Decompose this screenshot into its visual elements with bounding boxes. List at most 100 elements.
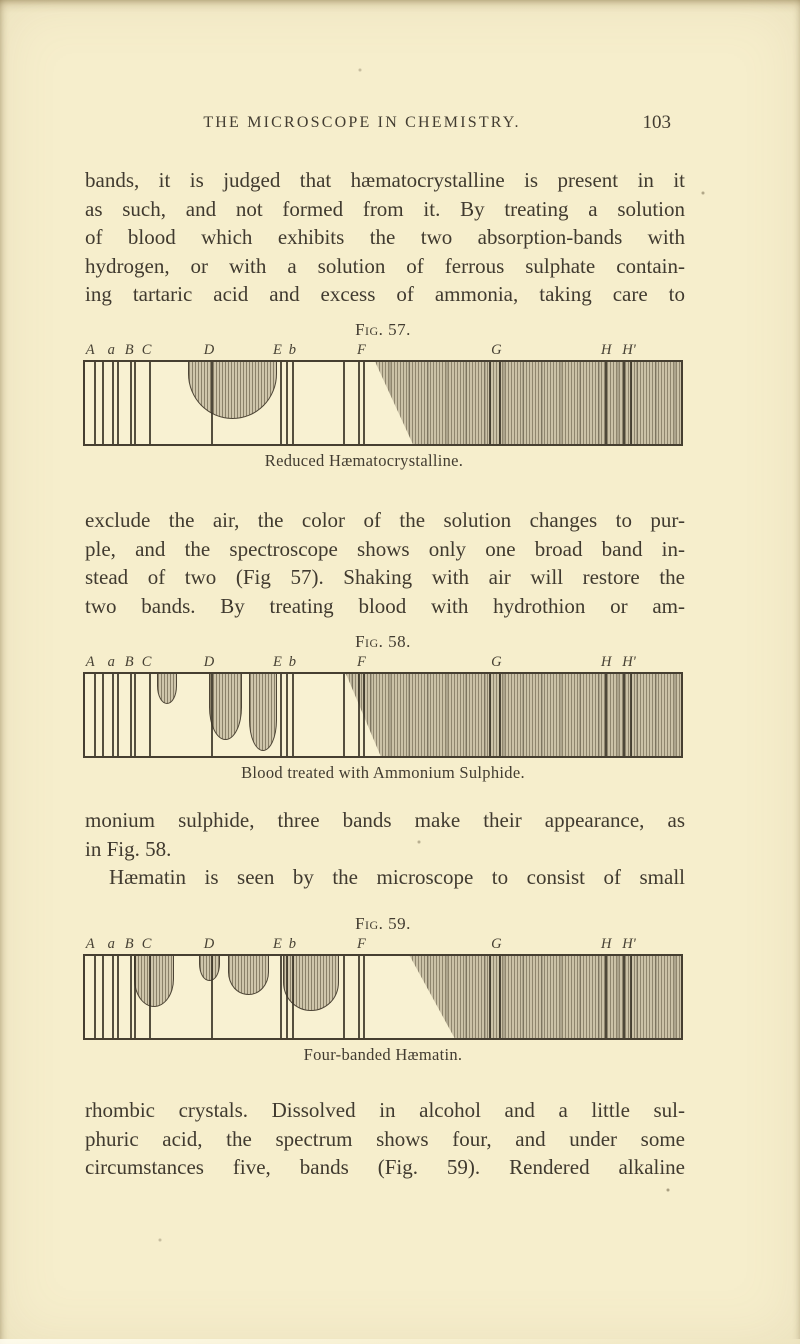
violet-end-absorption-region — [375, 362, 681, 444]
fraunhofer-line — [101, 674, 104, 756]
fraunhofer-line — [149, 956, 152, 1038]
absorption-band — [188, 362, 277, 419]
fraunhofer-line — [280, 956, 283, 1038]
scan-page-edge — [0, 1339, 800, 1344]
fraunhofer-line — [280, 674, 283, 756]
spectrum-label-G: G — [491, 654, 502, 670]
fraunhofer-line — [489, 674, 492, 756]
paragraph-2: exclude the air, the color of the soluti… — [85, 506, 685, 620]
figure-58-caption: Blood treated with Ammonium Sulphide. — [241, 763, 525, 782]
absorption-band — [248, 674, 277, 752]
spectrum-label-b: b — [288, 654, 297, 670]
spectrum-label-H: H — [600, 936, 612, 952]
fraunhofer-line — [604, 674, 607, 756]
text-line: two bands. By treating blood with hydrot… — [85, 593, 685, 618]
fraunhofer-line — [133, 362, 136, 444]
fraunhofer-line — [129, 362, 132, 444]
spectrum-label-F: F — [356, 936, 366, 952]
fraunhofer-line — [363, 362, 366, 444]
absorption-band — [156, 674, 177, 704]
fraunhofer-line — [133, 674, 136, 756]
paragraph-3: monium sulphide, three bands make their … — [85, 806, 685, 863]
fraunhofer-line — [623, 956, 626, 1038]
fraunhofer-line — [211, 956, 214, 1038]
spectrum-label-G: G — [491, 342, 502, 358]
fraunhofer-line — [489, 362, 492, 444]
spectrum-label-C: C — [141, 654, 152, 670]
fraunhofer-line — [629, 674, 632, 756]
spectrum-label-F: F — [356, 342, 366, 358]
fraunhofer-line — [111, 956, 114, 1038]
figure-58-number: Fig. 58. — [355, 632, 411, 651]
fraunhofer-line — [93, 362, 96, 444]
fraunhofer-line — [357, 362, 360, 444]
fraunhofer-line — [363, 956, 366, 1038]
fraunhofer-line — [629, 956, 632, 1038]
fraunhofer-line — [623, 362, 626, 444]
absorption-band — [228, 956, 269, 996]
paragraph-5: rhombic crystals. Dissolved in alcohol a… — [85, 1096, 685, 1182]
running-head: THE MICROSCOPE IN CHEMISTRY. — [203, 114, 521, 131]
spectrum-label-H: H — [600, 342, 612, 358]
fraunhofer-line — [286, 674, 289, 756]
fraunhofer-line — [129, 674, 132, 756]
fraunhofer-line — [101, 362, 104, 444]
fraunhofer-line — [291, 362, 294, 444]
spectrum-label-B: B — [124, 342, 134, 358]
text-line: monium sulphide, three bands make their … — [85, 808, 685, 832]
paragraph-1: bands, it is judged that hæmatocrystalli… — [85, 166, 685, 309]
absorption-band — [199, 956, 220, 982]
fraunhofer-line — [499, 674, 502, 756]
spectrum-label-D: D — [203, 654, 215, 670]
spectrum-label-D: D — [203, 936, 215, 952]
page-number: 103 — [642, 112, 672, 133]
fraunhofer-line — [111, 674, 114, 756]
fraunhofer-line — [489, 956, 492, 1038]
figure-59-caption: Four-banded Hæmatin. — [303, 1045, 463, 1064]
text-line: ple, and the spectroscope shows only one… — [85, 536, 685, 561]
text-line: circumstances five, bands (Fig. 59). Ren… — [85, 1155, 685, 1179]
spectrum-label-C: C — [141, 936, 152, 952]
spectrum-label-D: D — [203, 342, 215, 358]
text-line: ing tartaric acid and excess of ammonia,… — [85, 282, 685, 306]
spectrum-label-a: a — [107, 654, 115, 670]
fraunhofer-line — [604, 362, 607, 444]
spectrum-label-A: A — [85, 936, 95, 952]
text-line: bands, it is judged that hæmatocrystalli… — [85, 168, 685, 192]
spectrum-label-H: H — [600, 654, 612, 670]
fraunhofer-line — [149, 362, 152, 444]
text-line: Hæmatin is seen by the microscope to con… — [109, 865, 685, 889]
spectrum-label-B: B — [124, 936, 134, 952]
spectrum-label-b: b — [288, 936, 297, 952]
spectrum-label-b: b — [288, 342, 297, 358]
fraunhofer-line — [357, 956, 360, 1038]
absorption-band — [134, 956, 175, 1007]
text-line: exclude the air, the color of the soluti… — [85, 508, 685, 532]
fraunhofer-line — [149, 674, 152, 756]
fraunhofer-line — [343, 362, 346, 444]
spectrum-label-H-prime: H' — [622, 936, 636, 952]
fraunhofer-line — [286, 956, 289, 1038]
fraunhofer-line — [133, 956, 136, 1038]
figure-58-spectrum — [83, 672, 683, 758]
fraunhofer-line — [211, 362, 214, 444]
fraunhofer-line — [343, 956, 346, 1038]
spectrum-label-H-prime: H' — [622, 342, 636, 358]
spectrum-label-C: C — [141, 342, 152, 358]
page-header: THE MICROSCOPE IN CHEMISTRY. 103 — [85, 112, 685, 134]
fraunhofer-line — [116, 956, 119, 1038]
text-line: in Fig. 58. — [85, 836, 172, 861]
spectrum-label-B: B — [124, 654, 134, 670]
spectrum-label-G: G — [491, 936, 502, 952]
text-line: hydrogen, or with a solution of ferrous … — [85, 253, 685, 278]
fraunhofer-line — [343, 674, 346, 756]
spectrum-label-a: a — [107, 342, 115, 358]
fraunhofer-line — [111, 362, 114, 444]
absorption-band — [208, 674, 242, 740]
spectrum-label-A: A — [85, 654, 95, 670]
